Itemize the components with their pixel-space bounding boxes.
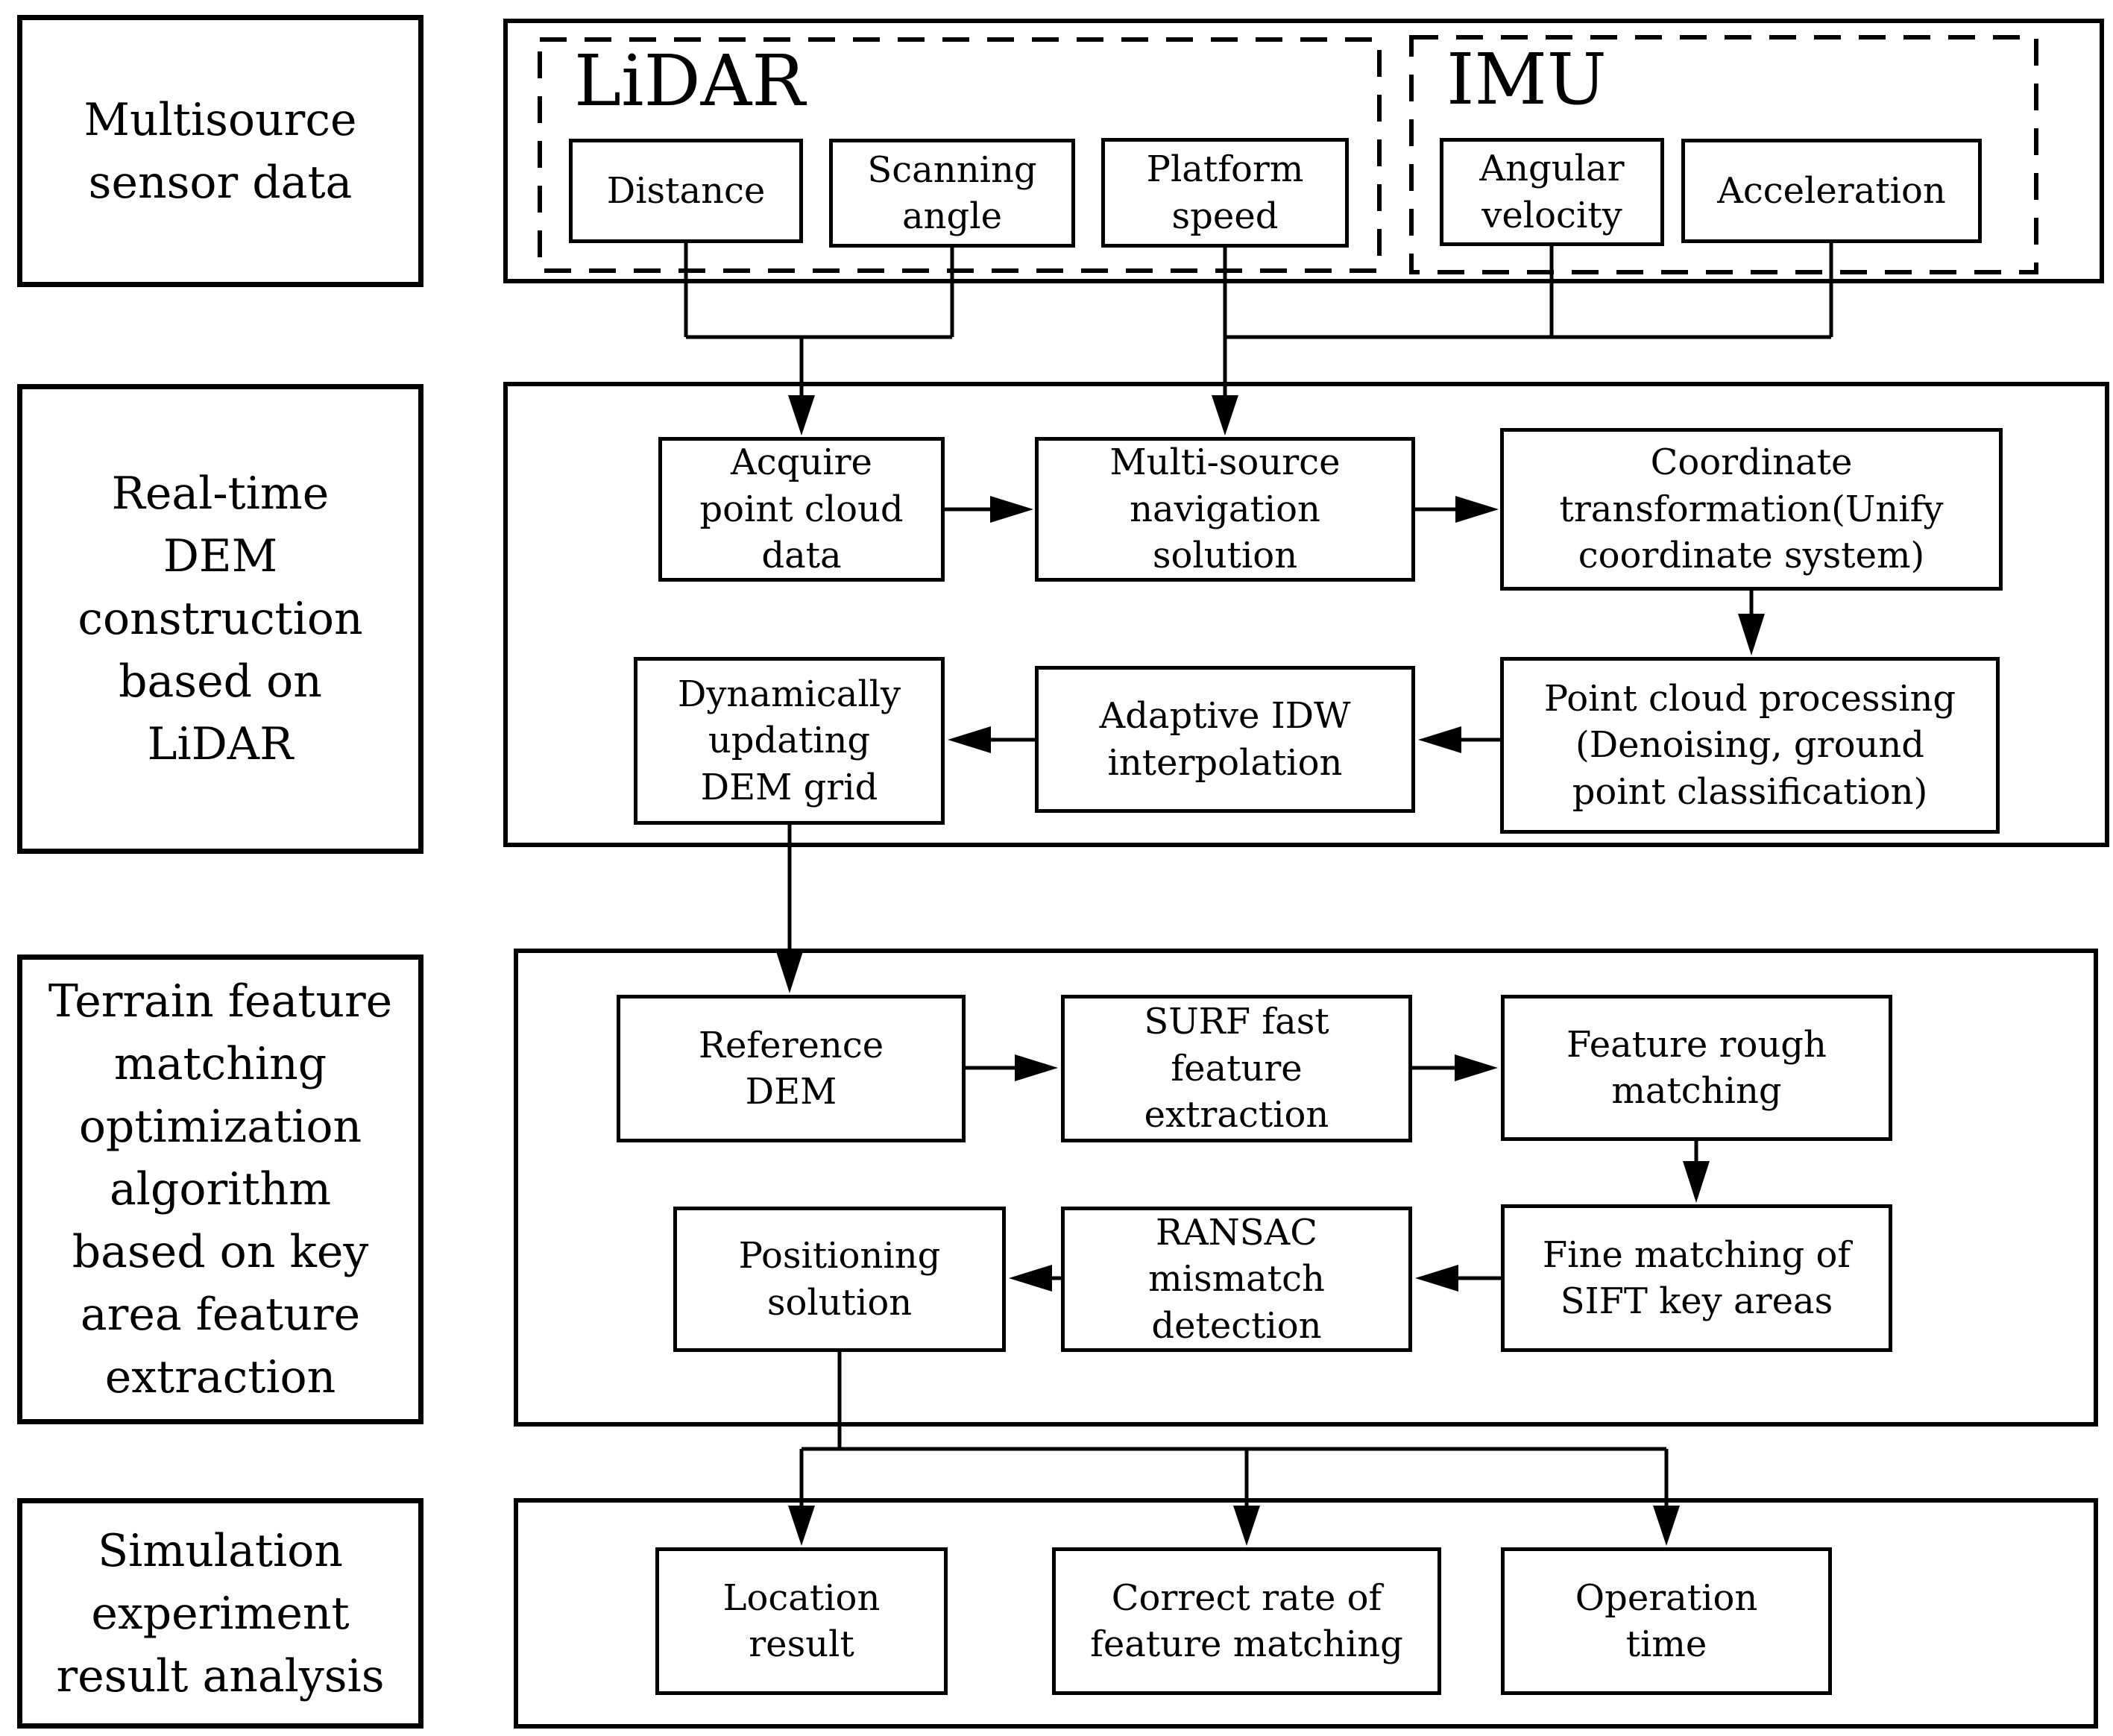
flow-box-label: Acquire point cloud data <box>699 441 904 577</box>
stage-box-simulation-result-analysis: Simulation experiment result analysis <box>17 1498 423 1729</box>
flow-box-label: Adaptive IDW interpolation <box>1099 695 1351 784</box>
sensor-box-label: Platform speed <box>1146 148 1304 237</box>
flow-box-fine-matching-sift-key-areas: Fine matching of SIFT key areas <box>1501 1204 1892 1352</box>
flow-box-label: Feature rough matching <box>1566 1023 1827 1112</box>
sensor-group-title-lidar: LiDAR <box>574 40 805 122</box>
flow-box-multisource-navigation-solution: Multi-source navigation solution <box>1035 437 1415 582</box>
sensor-box-label: Acceleration <box>1717 169 1946 212</box>
sensor-box-label: Distance <box>606 169 766 212</box>
stage-label: Simulation experiment result analysis <box>56 1524 385 1702</box>
sensor-box-angular-velocity: Angular velocity <box>1440 138 1664 246</box>
sensor-box-distance: Distance <box>569 139 803 243</box>
flow-box-label: Point cloud processing (Denoising, groun… <box>1543 677 1956 813</box>
stage-label: Real-time DEM construction based on LiDA… <box>78 468 363 770</box>
flow-box-label: Fine matching of SIFT key areas <box>1542 1233 1851 1322</box>
sensor-group-title-imu: IMU <box>1446 39 1607 121</box>
stage-label: Multisource sensor data <box>84 93 357 209</box>
stage-box-realtime-dem-construction: Real-time DEM construction based on LiDA… <box>17 384 423 854</box>
flow-box-feature-rough-matching: Feature rough matching <box>1501 995 1892 1141</box>
stage-box-multisource-sensor-data: Multisource sensor data <box>17 15 423 287</box>
flow-box-dynamically-updating-dem-grid: Dynamically updating DEM grid <box>634 657 945 825</box>
sensor-box-label: Scanning angle <box>867 148 1037 237</box>
sensor-box-platform-speed: Platform speed <box>1101 138 1349 248</box>
flow-box-label: Coordinate transformation(Unify coordina… <box>1559 441 1944 577</box>
sensor-box-label: Angular velocity <box>1479 148 1625 236</box>
flow-box-surf-fast-feature-extraction: SURF fast feature extraction <box>1061 995 1412 1142</box>
stage-label: Terrain feature matching optimization al… <box>48 975 393 1403</box>
flow-box-acquire-point-cloud-data: Acquire point cloud data <box>658 437 945 582</box>
result-box-label: Operation time <box>1575 1576 1758 1665</box>
stage-box-terrain-feature-matching: Terrain feature matching optimization al… <box>17 955 423 1424</box>
sensor-box-scanning-angle: Scanning angle <box>829 139 1075 248</box>
flow-box-label: Multi-source navigation solution <box>1109 441 1341 577</box>
flow-box-coordinate-transformation: Coordinate transformation(Unify coordina… <box>1500 428 2003 591</box>
flow-box-reference-dem: Reference DEM <box>617 995 966 1142</box>
flow-box-label: Positioning solution <box>738 1235 941 1324</box>
flow-box-ransac-mismatch-detection: RANSAC mismatch detection <box>1061 1207 1412 1352</box>
result-box-label: Correct rate of feature matching <box>1090 1576 1403 1665</box>
flow-box-label: RANSAC mismatch detection <box>1148 1211 1325 1347</box>
flow-box-label: Reference DEM <box>698 1024 884 1113</box>
flow-box-label: SURF fast feature extraction <box>1144 1001 1329 1136</box>
flow-box-point-cloud-processing: Point cloud processing (Denoising, groun… <box>1500 657 2000 834</box>
flow-box-label: Dynamically updating DEM grid <box>677 673 901 808</box>
result-box-label: Location result <box>722 1576 881 1665</box>
flow-box-adaptive-idw-interpolation: Adaptive IDW interpolation <box>1035 666 1415 813</box>
result-box-correct-rate-feature-matching: Correct rate of feature matching <box>1052 1547 1441 1695</box>
sensor-box-acceleration: Acceleration <box>1681 139 1982 243</box>
result-box-location-result: Location result <box>655 1547 948 1695</box>
result-box-operation-time: Operation time <box>1501 1547 1832 1695</box>
flow-box-positioning-solution: Positioning solution <box>673 1207 1006 1352</box>
